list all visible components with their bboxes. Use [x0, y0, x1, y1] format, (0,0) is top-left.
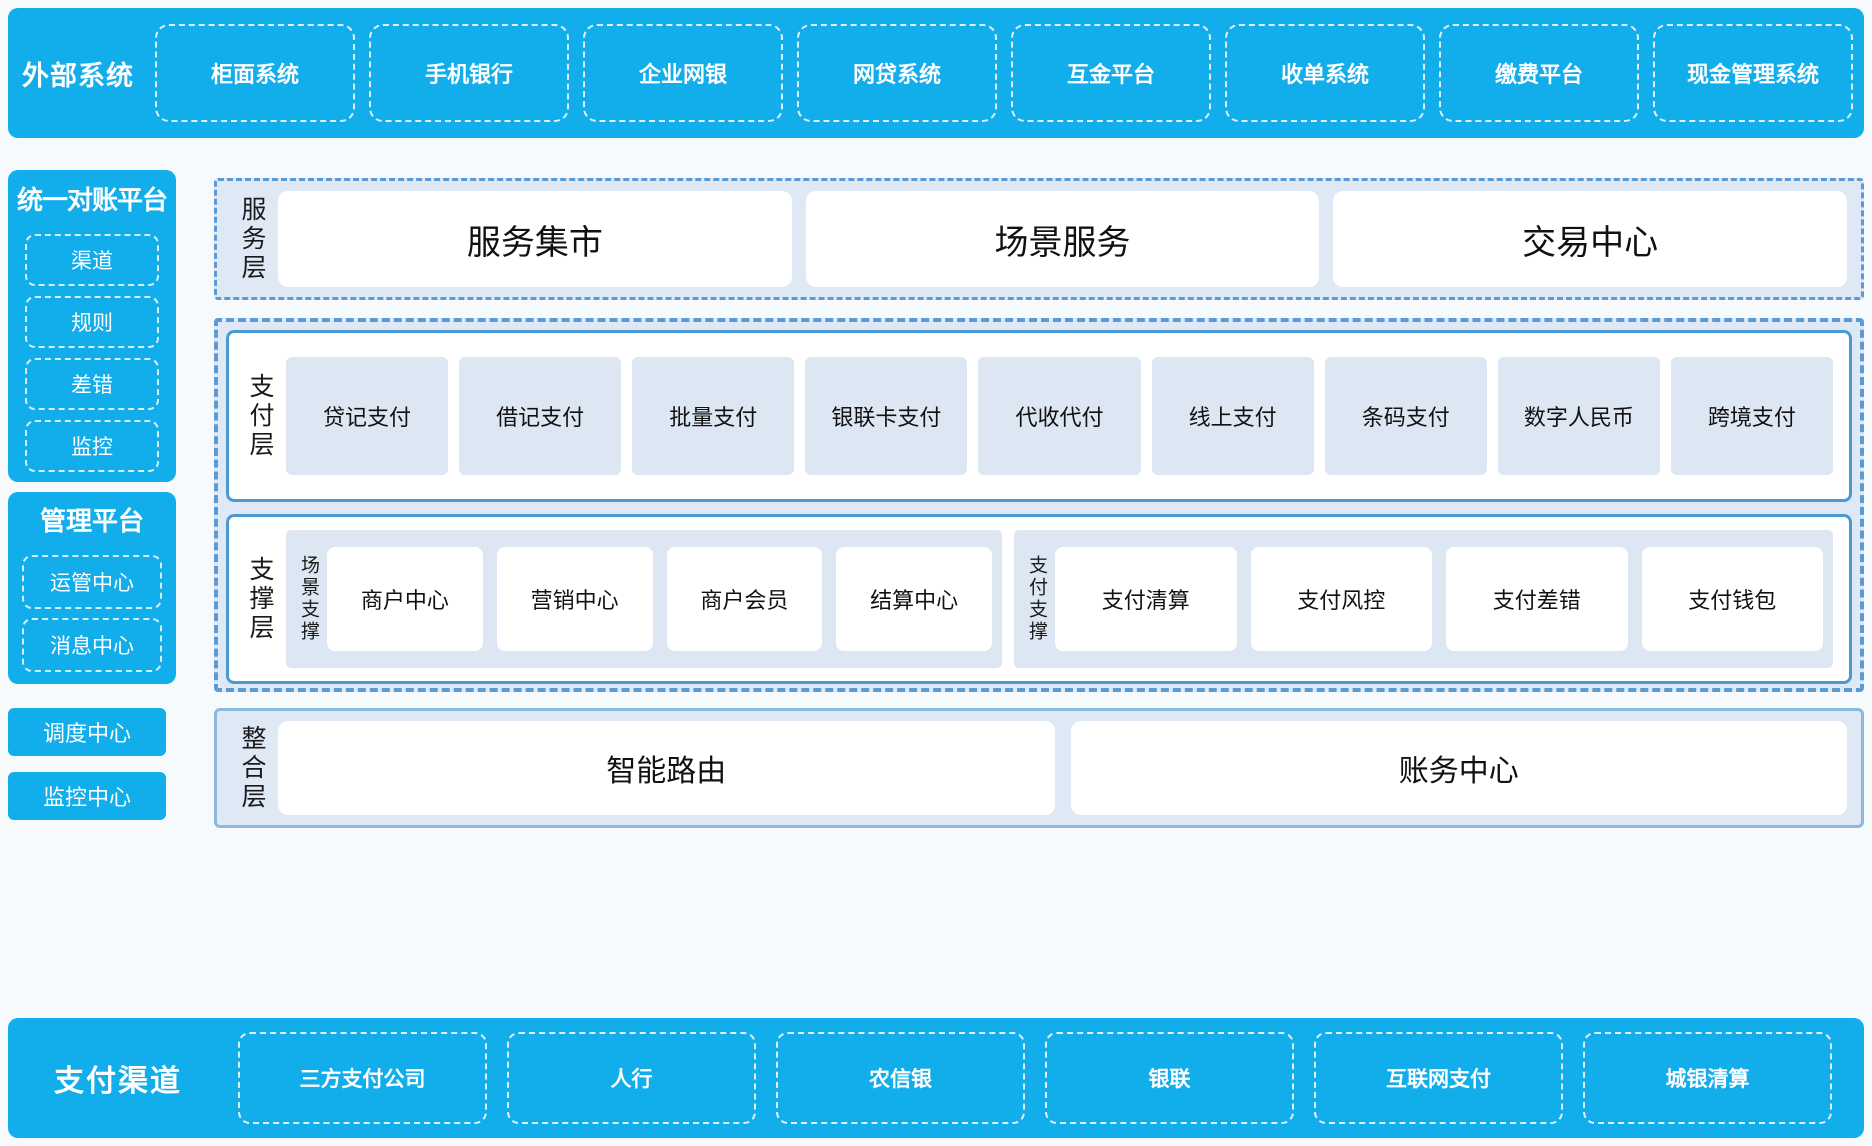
support-item-payment-clearing[interactable]: 支付清算: [1055, 547, 1237, 651]
support-item-payment-wallet[interactable]: 支付钱包: [1641, 547, 1823, 651]
sidebar-block-management-platform: 管理平台 运管中心 消息中心: [8, 492, 176, 684]
support-item-payment-error[interactable]: 支付差错: [1446, 547, 1628, 651]
integration-layer-items: 智能路由 账务中心: [278, 721, 1847, 815]
integration-layer-zone: 整合层 智能路由 账务中心: [214, 708, 1864, 828]
core-layers-zone: 支付层 贷记支付 借记支付 批量支付 银联卡支付 代收代付 线上支付 条码支付 …: [214, 318, 1864, 692]
support-item-payment-risk-control[interactable]: 支付风控: [1250, 547, 1432, 651]
payment-item-debit[interactable]: 借记支付: [459, 357, 622, 475]
payment-item-barcode[interactable]: 条码支付: [1324, 357, 1487, 475]
reconciliation-platform-title: 统一对账平台: [16, 185, 168, 215]
external-systems-items: 柜面系统 手机银行 企业网银 网贷系统 互金平台 收单系统 缴费平台 现金管理系…: [148, 8, 1864, 138]
payment-layer-items: 贷记支付 借记支付 批量支付 银联卡支付 代收代付 线上支付 条码支付 数字人民…: [286, 357, 1833, 475]
service-item-transaction-center[interactable]: 交易中心: [1333, 191, 1848, 287]
payment-item-online[interactable]: 线上支付: [1151, 357, 1314, 475]
payment-channel-item[interactable]: 三方支付公司: [238, 1032, 487, 1124]
scenario-support-items: 商户中心 营销中心 商户会员 结算中心: [327, 547, 992, 651]
sidebar-block-reconciliation-platform: 统一对账平台 渠道 规则 差错 监控: [8, 170, 176, 482]
external-system-item[interactable]: 手机银行: [369, 24, 569, 122]
external-system-item[interactable]: 互金平台: [1011, 24, 1211, 122]
integration-layer-label: 整合层: [238, 724, 266, 812]
integration-item-smart-routing[interactable]: 智能路由: [278, 721, 1055, 815]
support-layer: 支撑层 场景支撑 商户中心 营销中心 商户会员 结算中心 支付支撑 支付清算: [226, 514, 1852, 684]
sidebar-item-monitor[interactable]: 监控: [25, 420, 159, 472]
sidebar-item-channel[interactable]: 渠道: [25, 234, 159, 286]
external-systems-title: 外部系统: [22, 60, 134, 91]
external-system-item[interactable]: 缴费平台: [1439, 24, 1639, 122]
payment-layer-label: 支付层: [246, 372, 274, 460]
external-system-item[interactable]: 收单系统: [1225, 24, 1425, 122]
payment-item-batch[interactable]: 批量支付: [632, 357, 795, 475]
payment-item-cross-border[interactable]: 跨境支付: [1670, 357, 1833, 475]
sidebar-item-monitoring-center[interactable]: 监控中心: [8, 772, 166, 820]
payment-channels-band: 支付渠道 三方支付公司 人行 农信银 银联 互联网支付 城银清算: [8, 1018, 1864, 1138]
payment-channel-item[interactable]: 城银清算: [1583, 1032, 1832, 1124]
external-system-item[interactable]: 企业网银: [583, 24, 783, 122]
payment-support-items: 支付清算 支付风控 支付差错 支付钱包: [1055, 547, 1823, 651]
external-system-item[interactable]: 柜面系统: [155, 24, 355, 122]
sidebar-item-rule[interactable]: 规则: [25, 296, 159, 348]
support-item-marketing-center[interactable]: 营销中心: [496, 547, 653, 651]
support-layer-groups: 场景支撑 商户中心 营销中心 商户会员 结算中心 支付支撑 支付清算 支付风控 …: [286, 530, 1833, 668]
management-platform-title: 管理平台: [39, 506, 144, 536]
service-layer-items: 服务集市 场景服务 交易中心: [278, 191, 1848, 287]
sidebar-item-operations-center[interactable]: 运管中心: [22, 555, 162, 609]
payment-channel-item[interactable]: 人行: [507, 1032, 756, 1124]
payment-support-label: 支付支撑: [1026, 555, 1047, 643]
support-group-payment: 支付支撑 支付清算 支付风控 支付差错 支付钱包: [1014, 530, 1833, 668]
payment-item-unionpay-card[interactable]: 银联卡支付: [805, 357, 968, 475]
payment-channel-item[interactable]: 银联: [1045, 1032, 1294, 1124]
scenario-support-label: 场景支撑: [298, 555, 319, 643]
service-layer-zone: 服务层 服务集市 场景服务 交易中心: [214, 178, 1864, 300]
payment-channel-item[interactable]: 互联网支付: [1314, 1032, 1563, 1124]
payment-item-digital-rmb[interactable]: 数字人民币: [1497, 357, 1660, 475]
sidebar-item-message-center[interactable]: 消息中心: [22, 618, 162, 672]
service-item-scenario-service[interactable]: 场景服务: [805, 191, 1320, 287]
external-system-item[interactable]: 现金管理系统: [1653, 24, 1853, 122]
payment-layer: 支付层 贷记支付 借记支付 批量支付 银联卡支付 代收代付 线上支付 条码支付 …: [226, 330, 1852, 502]
support-item-merchant-membership[interactable]: 商户会员: [666, 547, 823, 651]
payment-item-collection-payment[interactable]: 代收代付: [978, 357, 1141, 475]
integration-item-accounting-center[interactable]: 账务中心: [1070, 721, 1847, 815]
payment-item-credit[interactable]: 贷记支付: [286, 357, 449, 475]
payment-channels-title: 支付渠道: [54, 1065, 182, 1098]
external-systems-band: 外部系统 柜面系统 手机银行 企业网银 网贷系统 互金平台 收单系统 缴费平台 …: [8, 8, 1864, 138]
support-item-merchant-center[interactable]: 商户中心: [327, 547, 483, 651]
support-layer-label: 支撑层: [246, 555, 274, 643]
payment-channels-items: 三方支付公司 人行 农信银 银联 互联网支付 城银清算: [228, 1018, 1864, 1138]
service-item-marketplace[interactable]: 服务集市: [278, 191, 792, 287]
service-layer-label: 服务层: [238, 195, 266, 283]
payment-channel-item[interactable]: 农信银: [776, 1032, 1025, 1124]
external-system-item[interactable]: 网贷系统: [797, 24, 997, 122]
sidebar-item-scheduling-center[interactable]: 调度中心: [8, 708, 166, 756]
support-group-scenario: 场景支撑 商户中心 营销中心 商户会员 结算中心: [286, 530, 1002, 668]
sidebar-item-error[interactable]: 差错: [25, 358, 159, 410]
support-item-settlement-center[interactable]: 结算中心: [836, 547, 992, 651]
